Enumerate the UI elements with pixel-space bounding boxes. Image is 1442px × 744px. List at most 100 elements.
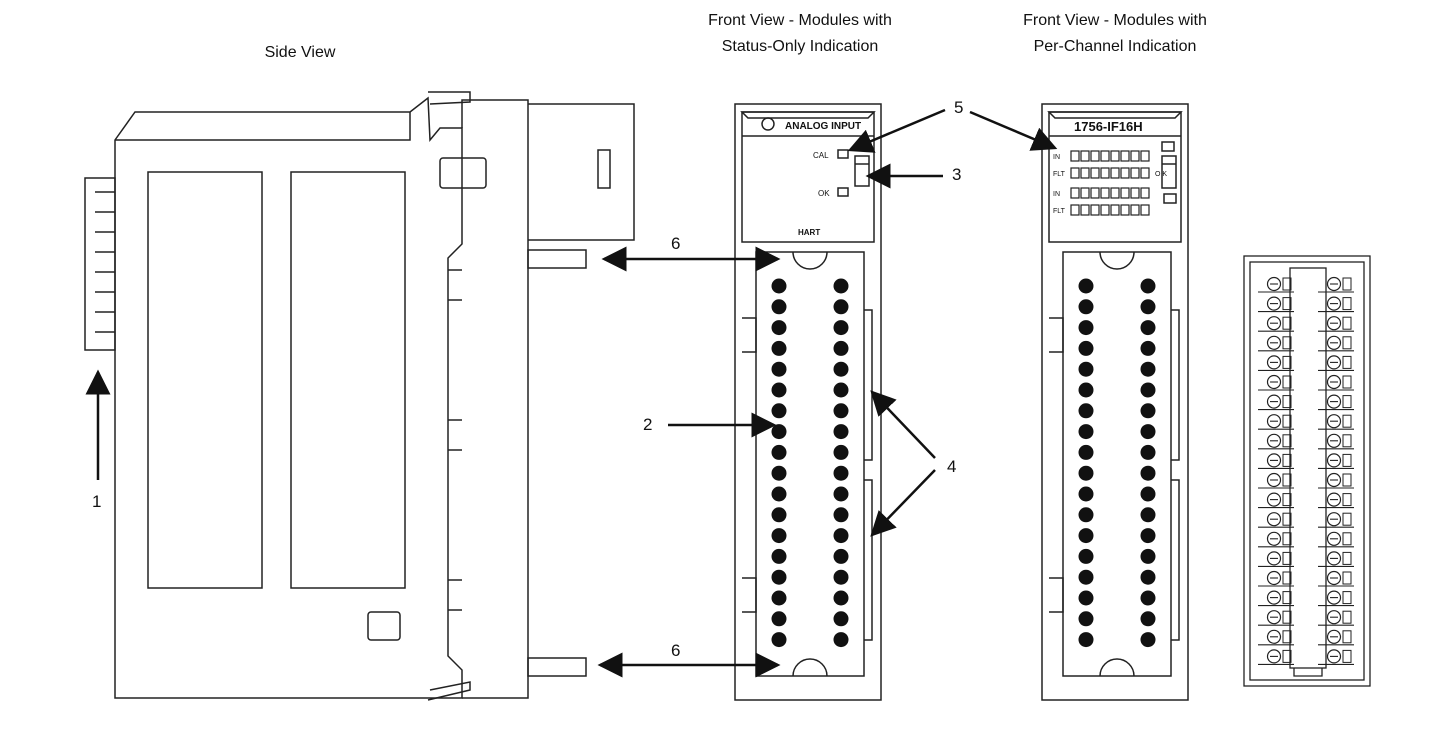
channel-led	[1080, 187, 1090, 199]
terminal-hole	[833, 299, 849, 315]
terminal-hole	[1140, 403, 1156, 419]
screw-icon	[1326, 355, 1342, 370]
terminal-hole	[1078, 486, 1094, 502]
channel-led	[1070, 167, 1080, 179]
terminal-hole	[833, 590, 849, 606]
caption-front-channel-line2: Per-Channel Indication	[1033, 38, 1197, 55]
terminal-hole	[1140, 340, 1156, 356]
side-top-edge	[115, 112, 411, 141]
screw-icon	[1266, 610, 1282, 625]
channel-led	[1080, 167, 1090, 179]
terminal-hole	[1078, 632, 1094, 648]
ok-label: OK	[818, 189, 830, 198]
screw-icon	[1266, 296, 1282, 311]
channel-outer-frame	[1041, 103, 1189, 701]
terminal-hole	[1078, 278, 1094, 294]
screw-icon	[1266, 590, 1282, 605]
screw-icon	[1266, 394, 1282, 409]
screw-icon	[1326, 512, 1342, 527]
screw-icon	[1326, 296, 1342, 311]
terminal-hole	[1140, 569, 1156, 585]
callout-lines	[597, 108, 1058, 678]
side-label-window-2	[290, 171, 406, 589]
terminal-hole	[1140, 528, 1156, 544]
status-outer-frame	[734, 103, 882, 701]
status-rtb-top-notch	[792, 251, 828, 270]
terminal-hole	[771, 278, 787, 294]
caption-side-view: Side View	[230, 40, 370, 66]
terminal-hole	[1140, 320, 1156, 336]
screw-icon	[1326, 531, 1342, 546]
terminal-hole	[771, 507, 787, 523]
terminal-hole	[833, 528, 849, 544]
terminal-hole	[1140, 278, 1156, 294]
status-terminal-grid	[771, 278, 849, 648]
terminal-hole	[771, 320, 787, 336]
terminal-block-screws	[1258, 276, 1354, 665]
screw-icon	[1266, 492, 1282, 507]
terminal-hole	[771, 590, 787, 606]
screw-icon	[1326, 492, 1342, 507]
channel-led	[1120, 167, 1130, 179]
callout-5-arrow-right	[969, 110, 1058, 151]
callout-3-label: 3	[952, 165, 961, 184]
backplane-connector	[84, 177, 116, 351]
terminal-hole	[833, 548, 849, 564]
screw-icon	[1266, 335, 1282, 350]
terminal-hole	[1140, 632, 1156, 648]
screw-icon	[1326, 335, 1342, 350]
terminal-hole	[771, 299, 787, 315]
channel-led	[1110, 204, 1120, 216]
screw-icon	[1326, 453, 1342, 468]
channel-terminal-grid	[1078, 278, 1156, 648]
channel-led	[1100, 187, 1110, 199]
terminal-hole	[833, 320, 849, 336]
caption-front-channel: Front View - Modules with Per-Channel In…	[995, 8, 1235, 60]
terminal-hole	[1078, 403, 1094, 419]
caption-front-channel-line1: Front View - Modules with	[1023, 12, 1207, 29]
terminal-hole	[771, 465, 787, 481]
terminal-hole	[1140, 382, 1156, 398]
terminal-hole	[1078, 361, 1094, 377]
terminal-hole	[1078, 382, 1094, 398]
channel-led	[1130, 167, 1140, 179]
side-view-module	[84, 91, 635, 701]
terminal-hole	[771, 632, 787, 648]
channel-row-label: FLT	[1053, 208, 1066, 215]
callout-1-label: 1	[92, 492, 101, 511]
terminal-hole	[833, 382, 849, 398]
caption-front-status-line1: Front View - Modules with	[708, 12, 892, 29]
caption-front-status-line2: Status-Only Indication	[721, 38, 879, 55]
status-module-title: ANALOG INPUT	[785, 121, 861, 132]
channel-led	[1140, 167, 1150, 179]
channel-led	[1090, 187, 1100, 199]
terminal-hole	[771, 403, 787, 419]
screw-icon	[1266, 355, 1282, 370]
side-housing	[114, 96, 463, 699]
terminal-hole	[771, 361, 787, 377]
screw-icon	[1326, 316, 1342, 331]
terminal-hole	[833, 632, 849, 648]
terminal-hole	[833, 611, 849, 627]
channel-rtb-top-notch	[1099, 251, 1135, 270]
channel-led	[1090, 204, 1100, 216]
channel-rtb-bottom-notch	[1099, 658, 1135, 677]
terminal-hole	[1078, 299, 1094, 315]
channel-led	[1080, 204, 1090, 216]
screw-icon	[1266, 649, 1282, 664]
terminal-hole	[771, 569, 787, 585]
channel-led	[1070, 204, 1080, 216]
screw-icon	[1266, 570, 1282, 586]
terminal-hole	[833, 465, 849, 481]
screw-icon	[1326, 414, 1342, 429]
ok-led	[837, 187, 849, 197]
screw-icon	[1266, 276, 1282, 292]
terminal-hole	[771, 444, 787, 460]
callout-4-arrow-bottom	[870, 469, 936, 537]
terminal-hole	[1140, 507, 1156, 523]
terminal-hole	[1078, 444, 1094, 460]
terminal-hole	[833, 424, 849, 440]
terminal-hole	[1078, 507, 1094, 523]
